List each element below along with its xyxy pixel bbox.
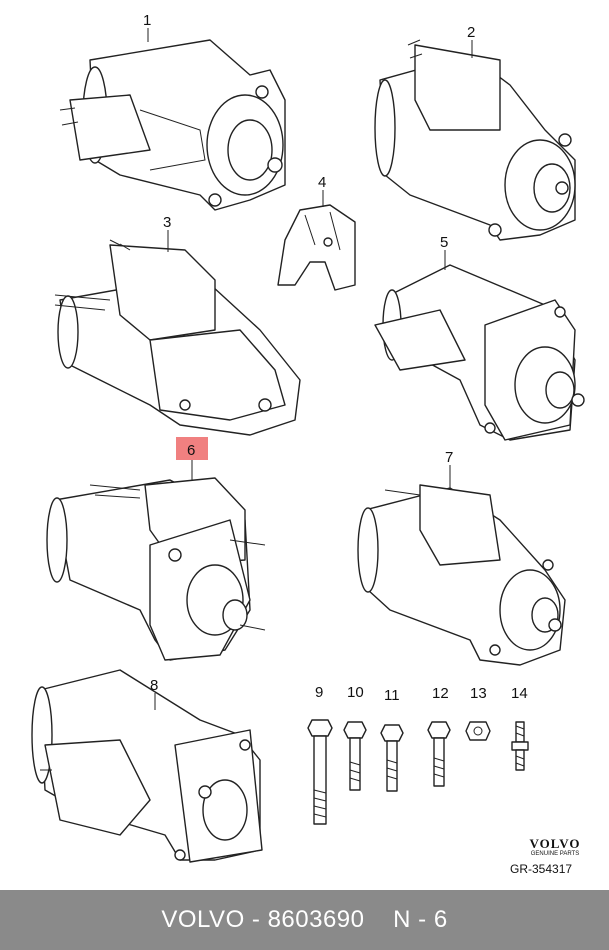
callout-13: 13 — [470, 685, 487, 702]
part-5-starter-motor — [374, 264, 585, 441]
part-9-bolt — [307, 719, 333, 825]
callout-2: 2 — [467, 24, 475, 41]
part-1-starter-motor — [59, 39, 286, 211]
callout-12: 12 — [432, 685, 449, 702]
callout-1: 1 — [143, 12, 151, 29]
callout-9: 9 — [315, 684, 323, 701]
part-11-bolt — [380, 724, 404, 792]
reference-code: GR-354317 — [510, 862, 573, 876]
part-13-nut — [465, 721, 491, 741]
starter-motor-diagram: 1 2 3 4 — [31, 12, 585, 863]
callout-6-highlight — [176, 437, 208, 460]
part-12-bolt — [427, 721, 451, 787]
callout-11: 11 — [384, 687, 400, 704]
part-7-starter-motor — [357, 484, 566, 666]
volvo-logo: VOLVO GENUINE PARTS — [515, 836, 595, 857]
callout-7: 7 — [445, 449, 453, 466]
callout-10: 10 — [347, 684, 364, 701]
part-3-starter-with-bracket — [54, 239, 301, 436]
part-2-starter-motor — [374, 39, 576, 241]
footer-separator: - — [244, 906, 268, 933]
callout-8: 8 — [150, 677, 158, 694]
brand-name: VOLVO — [529, 836, 581, 851]
footer-brand: VOLVO — [161, 906, 245, 933]
callout-6: 6 — [187, 442, 195, 459]
callout-3: 3 — [163, 214, 171, 231]
footer-bar: VOLVO - 8603690 N - 6 — [0, 890, 609, 950]
part-10-bolt — [343, 721, 367, 791]
part-8-starter-motor — [31, 669, 263, 863]
footer-part-number: 8603690 — [267, 906, 365, 933]
part-14-stud — [511, 721, 529, 771]
callout-5: 5 — [440, 234, 448, 251]
brand-subtitle: GENUINE PARTS — [530, 851, 580, 857]
part-6-starter-motor — [46, 477, 266, 661]
callout-14: 14 — [511, 685, 528, 702]
callout-4: 4 — [318, 174, 326, 191]
footer-position: N - 6 — [393, 906, 448, 933]
part-4-heat-shield — [277, 204, 356, 291]
